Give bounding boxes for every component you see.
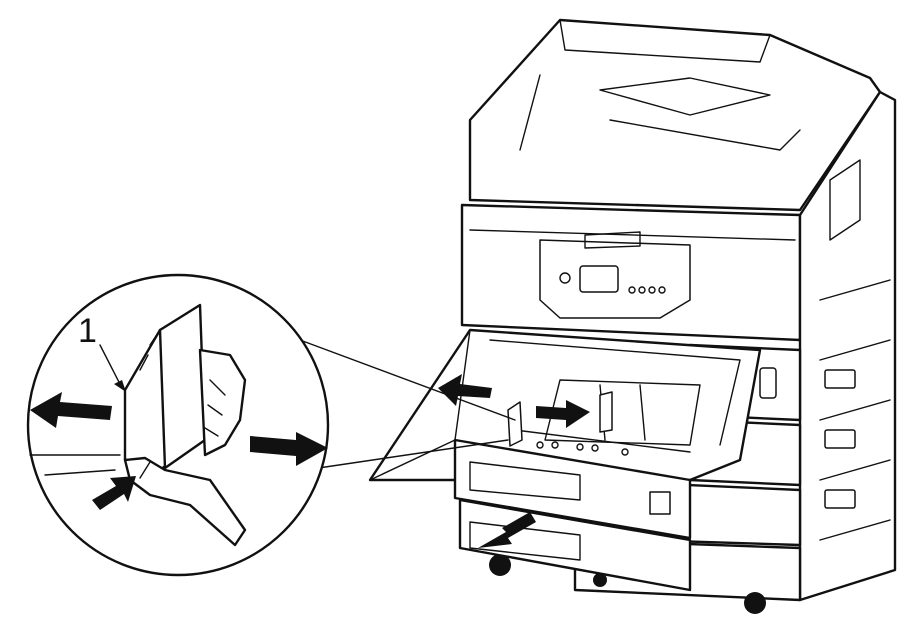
arrow-right-icon: [536, 400, 590, 428]
wheel: [593, 573, 607, 587]
paper-guide: [123, 303, 207, 472]
callout-label: 1: [78, 312, 97, 350]
magnified-detail: 1: [26, 273, 516, 577]
control-panel: [539, 231, 691, 319]
wheel: [489, 554, 511, 576]
callout-1: 1: [78, 312, 126, 392]
arrow-left-icon: [30, 392, 112, 428]
arrow-down-left-icon: [478, 512, 536, 548]
hand: [123, 348, 247, 547]
arrow-up-right-icon: [92, 476, 136, 510]
wheel: [744, 592, 766, 614]
arrow-left-icon: [438, 374, 492, 406]
paper-tray-open: [368, 328, 762, 592]
arrow-right-icon: [250, 432, 328, 466]
